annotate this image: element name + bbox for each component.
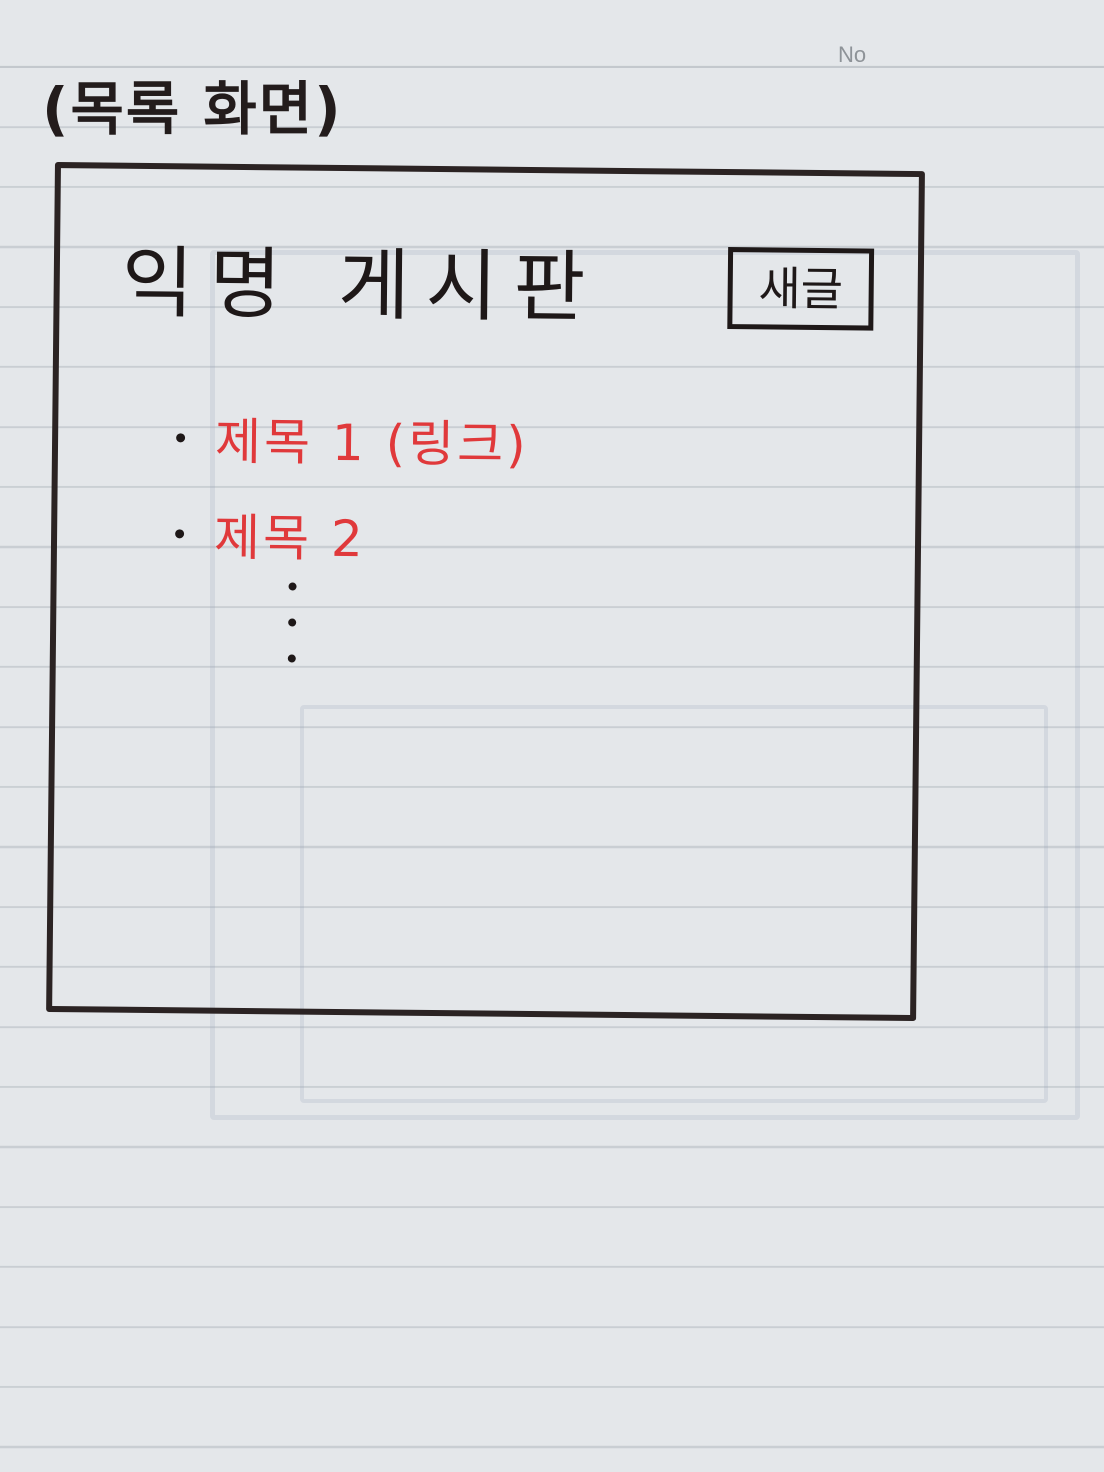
show-through-sketch [210,250,1080,1120]
list-item: 제목 2 [175,485,529,585]
paper-top-rule [0,66,1104,68]
bullet-icon [175,528,185,538]
post-title-link[interactable]: 제목 1 (링크) [214,412,529,474]
post-list: 제목 1 (링크) 제목 2 [175,389,530,585]
more-items-ellipsis-icon [287,582,299,672]
wireframe-window: 익명 게시판 새글 제목 1 (링크) 제목 2 [46,162,925,1022]
bullet-icon [176,432,186,442]
post-title-link[interactable]: 제목 2 [213,508,367,569]
board-title: 익명 게시판 [121,238,602,334]
new-post-button[interactable]: 새글 [727,247,875,331]
show-through-sketch-inner [300,705,1048,1103]
screen-label: (목록 화면) [42,75,343,143]
page-number-label: No [838,42,867,67]
list-item: 제목 1 (링크) [176,389,530,489]
